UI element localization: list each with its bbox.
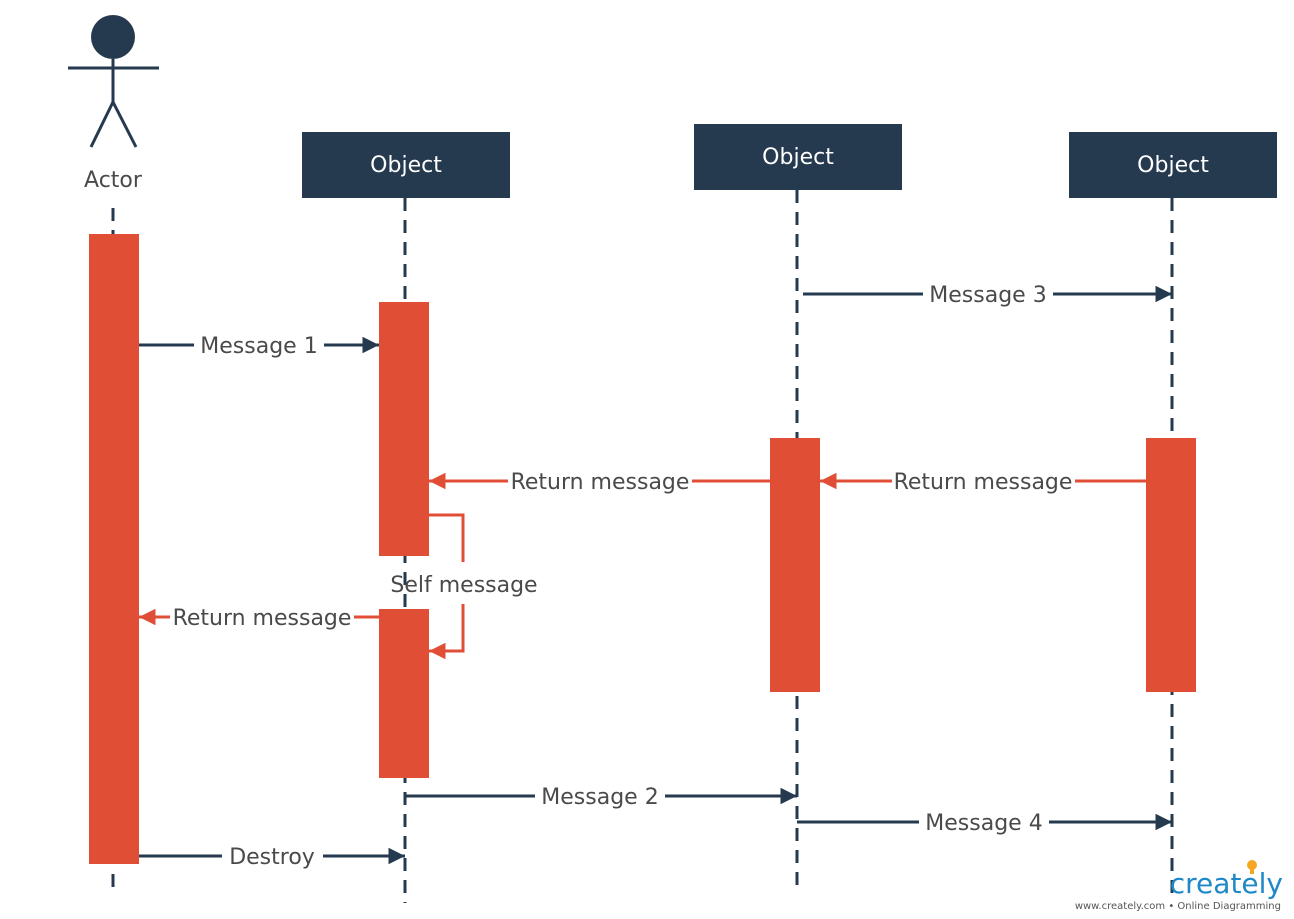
actor-figure-icon xyxy=(68,15,159,148)
object-1-activation-bar-top[interactable] xyxy=(379,302,429,556)
self-message-label: Self message xyxy=(390,573,537,598)
actor[interactable]: Actor xyxy=(68,15,159,193)
logo-text: creately xyxy=(1170,867,1283,900)
logo-tagline: www.creately.com • Online Diagramming xyxy=(1075,901,1281,912)
object-2-label: Object xyxy=(762,145,834,170)
object-2-box xyxy=(694,124,902,190)
message-4-label: Message 4 xyxy=(925,811,1042,836)
destroy-message[interactable]: Destroy xyxy=(139,845,405,870)
object-3-label: Object xyxy=(1137,153,1209,178)
object-3-box xyxy=(1069,132,1277,198)
message-4[interactable]: Message 4 xyxy=(797,811,1172,836)
message-2[interactable]: Message 2 xyxy=(405,785,797,810)
object-1-box xyxy=(302,132,510,198)
object-3[interactable]: Object xyxy=(1069,132,1277,198)
return-message-1[interactable]: Return message xyxy=(429,470,770,495)
message-3[interactable]: Message 3 xyxy=(803,283,1172,308)
message-1[interactable]: Message 1 xyxy=(139,334,379,359)
self-message-line-bottom xyxy=(429,604,465,660)
message-3-label: Message 3 xyxy=(929,283,1046,308)
message-2-label: Message 2 xyxy=(541,785,658,810)
object-2[interactable]: Object xyxy=(694,124,902,190)
message-1-label: Message 1 xyxy=(200,334,317,359)
actor-label: Actor xyxy=(84,168,143,193)
object-2-activation-bar[interactable] xyxy=(770,438,820,692)
self-message[interactable]: Self message xyxy=(390,513,538,660)
return-message-3[interactable]: Return message xyxy=(139,606,379,631)
object-3-activation-bar[interactable] xyxy=(1146,438,1196,692)
self-message-line-top xyxy=(429,513,465,562)
creately-logo[interactable]: creately www.creately.com • Online Diagr… xyxy=(1075,860,1283,912)
return-message-1-label: Return message xyxy=(511,470,690,495)
destroy-label: Destroy xyxy=(229,845,315,870)
return-message-2[interactable]: Return message xyxy=(820,470,1146,495)
actor-activation-bar[interactable] xyxy=(89,234,139,864)
return-message-2-label: Return message xyxy=(894,470,1073,495)
lightbulb-icon xyxy=(1247,860,1257,874)
return-message-3-label: Return message xyxy=(173,606,352,631)
object-1-activation-bar-bottom[interactable] xyxy=(379,609,429,778)
object-1[interactable]: Object xyxy=(302,132,510,198)
object-1-label: Object xyxy=(370,153,442,178)
